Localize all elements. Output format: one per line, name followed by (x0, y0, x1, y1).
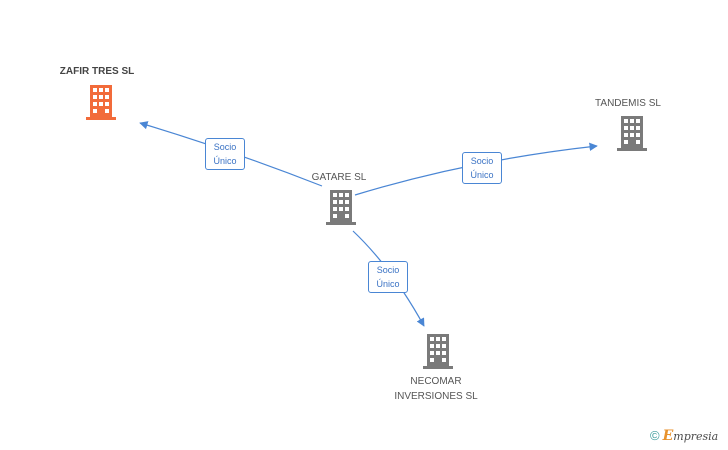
edge-label-line1: Socio (376, 265, 400, 275)
building-icon-zafir[interactable] (85, 85, 117, 121)
building-icon-necomar[interactable] (422, 334, 454, 370)
node-label-necomar-line2: INVERSIONES SL (394, 391, 478, 402)
node-label-zafir[interactable]: ZAFIR TRES SL (59, 66, 135, 77)
edge-label-line1: Socio (470, 156, 494, 166)
node-label-necomar[interactable]: NECOMAR INVERSIONES SL (394, 374, 477, 404)
brand-logo-initial: E (662, 428, 674, 444)
brand-footer[interactable]: ©Empresia (650, 428, 718, 448)
node-label-tandemis[interactable]: TANDEMIS SL (595, 98, 661, 109)
brand-logo-text: mpresia (673, 430, 719, 443)
edge-label-line2: Único (376, 279, 400, 289)
edge-label-line2: Único (470, 170, 494, 180)
edge-label-gatare-necomar: Socio Único (368, 261, 408, 293)
node-label-gatare[interactable]: GATARE SL (311, 172, 367, 183)
edge-label-line2: Único (213, 156, 237, 166)
building-icon-gatare[interactable] (325, 190, 357, 226)
building-icon-tandemis[interactable] (616, 116, 648, 152)
edge-label-gatare-tandemis: Socio Único (462, 152, 502, 184)
edge-label-line1: Socio (213, 142, 237, 152)
copyright-symbol: © (650, 428, 660, 443)
edge-label-gatare-zafir: Socio Único (205, 138, 245, 170)
node-label-necomar-line1: NECOMAR (410, 376, 462, 387)
